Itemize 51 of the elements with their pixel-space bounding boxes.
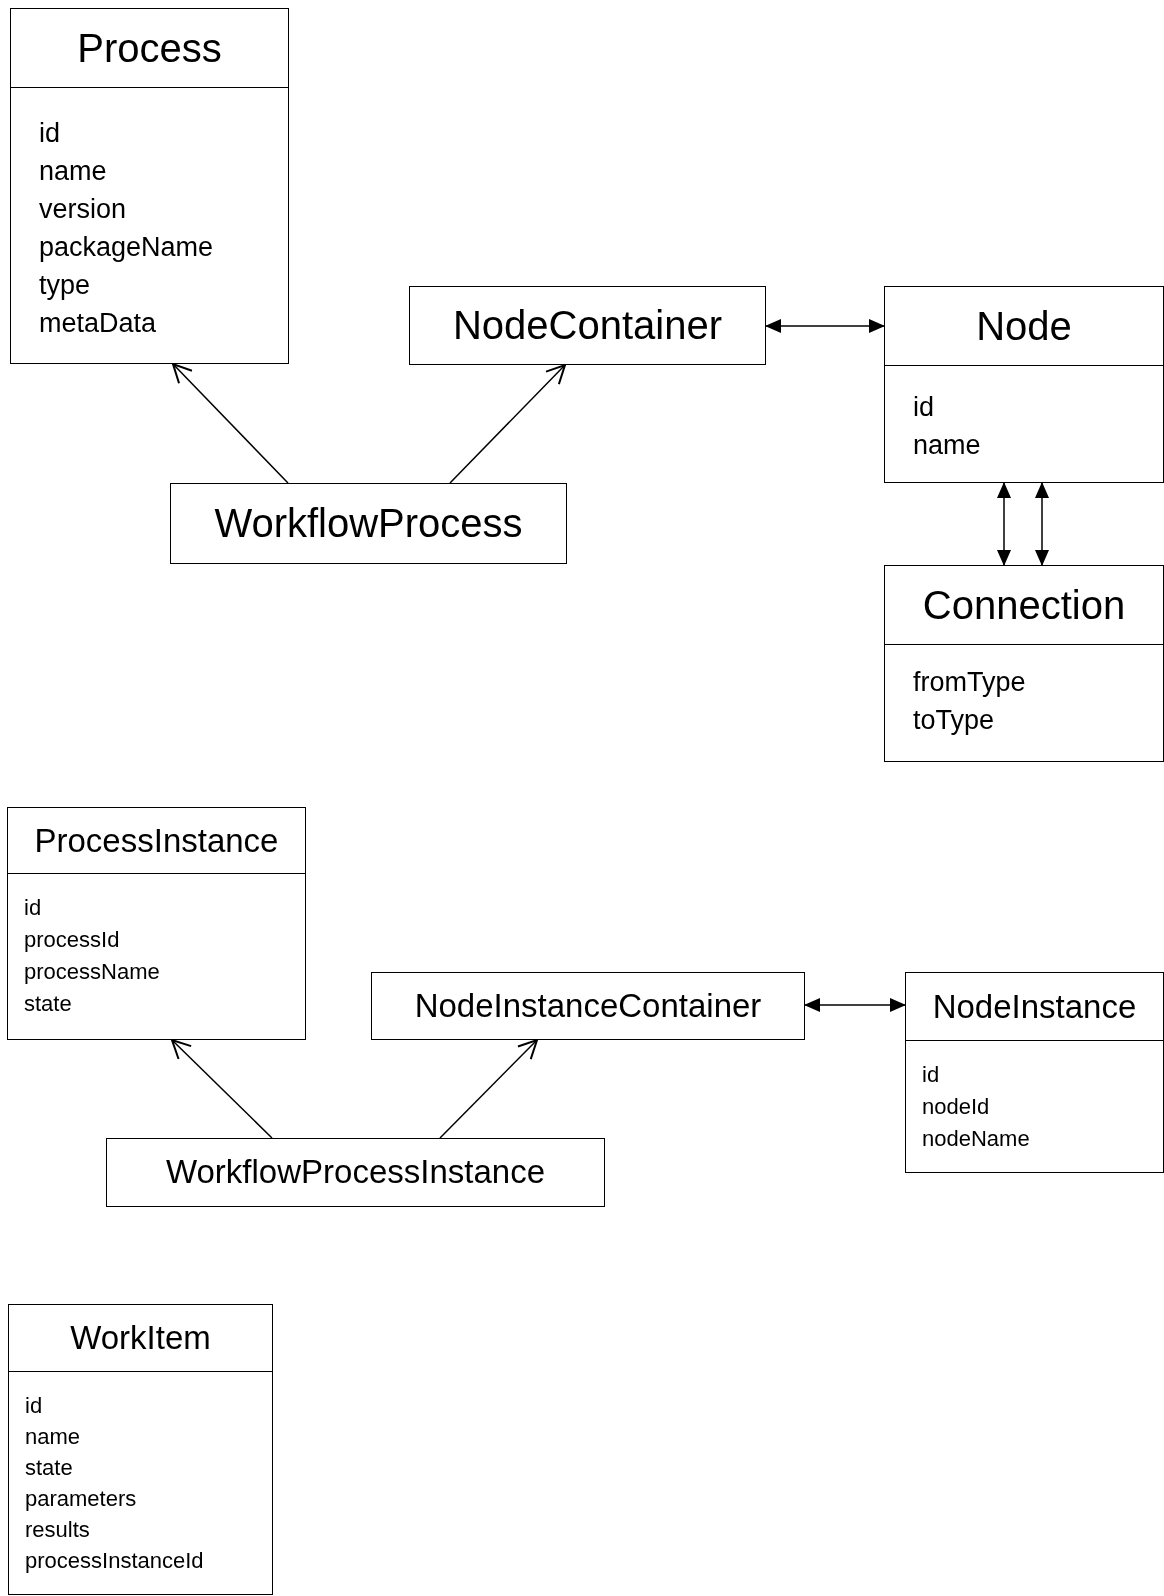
class-name: Process: [77, 25, 222, 71]
attribute: id: [25, 1392, 43, 1420]
arrow: [1035, 482, 1049, 566]
attribute: processInstanceId: [25, 1547, 204, 1575]
class-name: ProcessInstance: [34, 821, 279, 860]
arrow: [765, 319, 885, 333]
class-box: [106, 1138, 605, 1207]
attribute: parameters: [25, 1485, 137, 1513]
attribute: fromType: [913, 666, 1026, 699]
class-name: NodeInstance: [932, 987, 1137, 1026]
class-box: [10, 8, 289, 364]
attribute: results: [25, 1516, 90, 1544]
attribute: nodeId: [922, 1093, 990, 1121]
attribute: metaData: [39, 307, 157, 340]
attribute: processName: [24, 958, 160, 986]
attribute: toType: [913, 704, 995, 737]
attribute: packageName: [39, 231, 214, 264]
attribute: state: [25, 1454, 73, 1482]
arrow: [439, 1039, 538, 1139]
arrow: [172, 363, 289, 484]
arrow: [171, 1039, 273, 1139]
class-box: [409, 286, 766, 365]
attribute: name: [39, 155, 107, 188]
class-box: [7, 807, 306, 1040]
class-box: [170, 483, 567, 564]
attribute: nodeName: [922, 1125, 1030, 1153]
attribute: id: [922, 1061, 940, 1089]
arrow: [804, 998, 906, 1012]
class-box: [371, 972, 805, 1040]
arrow: [449, 364, 566, 484]
attribute: name: [25, 1423, 81, 1451]
class-name: NodeInstanceContainer: [414, 986, 762, 1025]
attribute: id: [24, 894, 42, 922]
class-name: Node: [976, 303, 1072, 349]
attribute: type: [39, 269, 91, 302]
class-name: WorkflowProcess: [214, 500, 523, 546]
class-box: [905, 972, 1164, 1173]
attribute: name: [913, 429, 981, 462]
attribute: state: [24, 990, 72, 1018]
class-box: [884, 565, 1164, 762]
class-name: WorkflowProcessInstance: [165, 1153, 545, 1191]
class-name: WorkItem: [70, 1319, 211, 1357]
class-name: Connection: [922, 582, 1126, 628]
class-name: NodeContainer: [452, 302, 723, 348]
arrow: [997, 482, 1011, 566]
attribute: processId: [24, 926, 120, 954]
attribute: id: [913, 391, 934, 424]
attribute: id: [39, 117, 60, 150]
class-box: [8, 1304, 273, 1595]
attribute: version: [39, 193, 127, 226]
class-box: [884, 286, 1164, 483]
